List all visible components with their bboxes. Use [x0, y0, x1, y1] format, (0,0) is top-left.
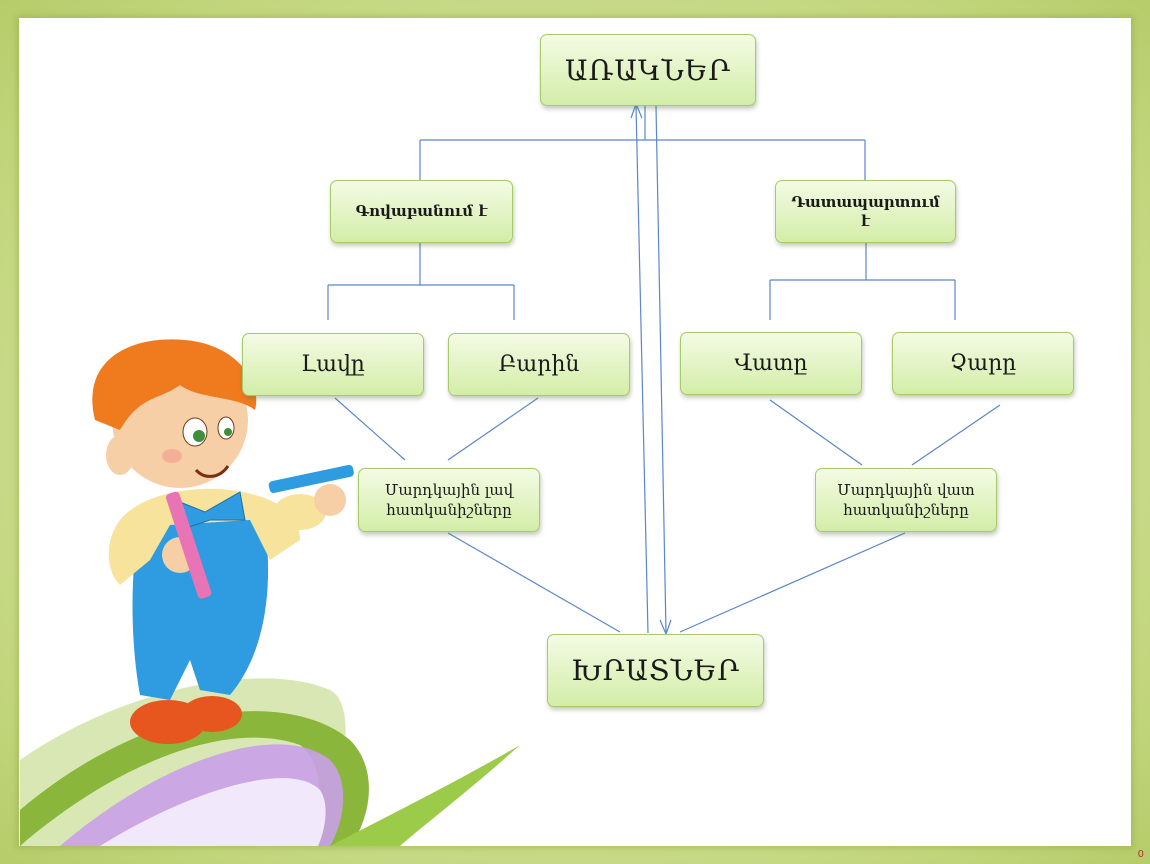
connector-bad-to-trait	[769, 399, 863, 466]
node-root: ԱՌԱԿՆԵՐ	[540, 34, 756, 106]
node-evil: Չարը	[892, 332, 1074, 395]
arrow-root-to-advice	[655, 105, 667, 633]
page-mark: 0	[1137, 849, 1144, 860]
boy-hair	[92, 339, 257, 430]
connector-trait-right-to-advice	[679, 532, 906, 633]
node-branch-condemns: Դատապարտում է	[775, 180, 956, 243]
node-bad-traits: Մարդկային վատ հատկանիշները	[815, 468, 997, 532]
boy-shoe-right	[182, 696, 242, 732]
node-advice: ԽՐԱՏՆԵՐ	[547, 634, 764, 707]
swoosh-decoration	[20, 678, 520, 846]
node-good-traits: Մարդկային լավ հատկանիշները	[358, 468, 540, 532]
arrow-advice-to-root	[635, 105, 649, 634]
boy-shirt	[108, 488, 300, 585]
connector-trait-left-to-advice	[447, 532, 621, 633]
node-bad: Վատը	[680, 332, 862, 395]
connector-kind-to-trait	[447, 397, 539, 461]
node-kind: Բարին	[448, 333, 630, 396]
boy-illustration	[92, 339, 354, 744]
pencil-blue	[268, 464, 354, 493]
node-good: Լավը	[242, 333, 424, 396]
connector-evil-to-trait	[911, 404, 1001, 466]
pencil-pink	[166, 491, 212, 599]
connectors	[327, 102, 1001, 636]
connector-good-to-trait	[334, 397, 406, 461]
node-branch-praises: Գովաբանում է	[330, 180, 513, 243]
